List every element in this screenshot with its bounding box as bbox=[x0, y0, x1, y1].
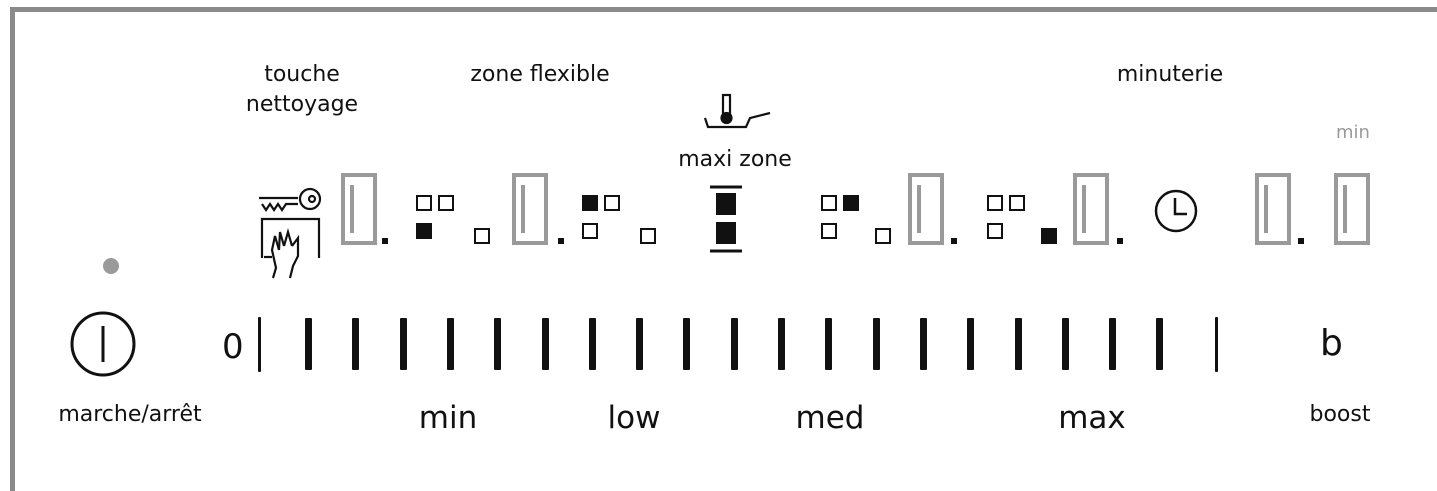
level-label-max: max bbox=[1058, 400, 1126, 436]
slider-step[interactable] bbox=[542, 318, 549, 370]
slider-step[interactable] bbox=[1156, 318, 1163, 370]
slider-start-line bbox=[258, 317, 261, 372]
zone-display-1 bbox=[341, 173, 388, 245]
slider-step[interactable] bbox=[683, 318, 690, 370]
level-label-med: med bbox=[795, 400, 865, 436]
level-label-min: min bbox=[418, 400, 478, 436]
zone-display-3 bbox=[908, 173, 957, 245]
boost-label: boost bbox=[1309, 402, 1371, 427]
timer-label: minuterie bbox=[1116, 62, 1224, 87]
slider-end-line bbox=[1215, 317, 1218, 372]
frame-left-border bbox=[10, 7, 15, 491]
slider-step[interactable] bbox=[400, 318, 407, 370]
slider-step[interactable] bbox=[825, 318, 832, 370]
zone-display-2 bbox=[512, 173, 564, 245]
power-indicator-dot bbox=[103, 258, 119, 274]
slider-step[interactable] bbox=[636, 318, 643, 370]
slider-step[interactable] bbox=[731, 318, 738, 370]
power-label: marche/arrêt bbox=[58, 402, 202, 427]
key-icon bbox=[259, 187, 322, 212]
slider-step[interactable] bbox=[447, 318, 454, 370]
cleaning-hand-icon[interactable] bbox=[260, 217, 321, 279]
slider-step[interactable] bbox=[352, 318, 359, 370]
slider-step[interactable] bbox=[1109, 318, 1116, 370]
flex-zone-label: zone flexible bbox=[470, 62, 610, 87]
slider-step[interactable] bbox=[967, 318, 974, 370]
zone-indicator-2[interactable] bbox=[582, 195, 656, 244]
slider-step[interactable] bbox=[1015, 318, 1022, 370]
zone-indicator-4[interactable] bbox=[987, 195, 1057, 244]
boost-key[interactable]: b bbox=[1320, 323, 1343, 364]
zone-indicator-3[interactable] bbox=[821, 195, 891, 244]
maxi-zone-label: maxi zone bbox=[678, 147, 792, 172]
frame-top-border bbox=[10, 7, 1437, 12]
slider-step[interactable] bbox=[305, 318, 312, 370]
power-icon[interactable] bbox=[70, 311, 136, 377]
frying-thermometer-icon bbox=[703, 93, 771, 129]
slider-step[interactable] bbox=[1062, 318, 1069, 370]
zone-display-4 bbox=[1073, 173, 1123, 245]
timer-display bbox=[1255, 173, 1370, 245]
clock-icon[interactable] bbox=[1154, 189, 1198, 233]
slider-step[interactable] bbox=[494, 318, 501, 370]
slider-step[interactable] bbox=[589, 318, 596, 370]
maxi-zone-indicator[interactable] bbox=[710, 185, 742, 253]
timer-unit-min: min bbox=[1336, 122, 1370, 143]
slider-zero[interactable]: 0 bbox=[222, 327, 244, 367]
slider-step[interactable] bbox=[920, 318, 927, 370]
zone-indicator-1[interactable] bbox=[416, 195, 490, 244]
level-label-low: low bbox=[607, 400, 661, 436]
cleaning-key-label: touche nettoyage bbox=[245, 62, 359, 117]
slider-step[interactable] bbox=[873, 318, 880, 370]
slider-step[interactable] bbox=[778, 318, 785, 370]
